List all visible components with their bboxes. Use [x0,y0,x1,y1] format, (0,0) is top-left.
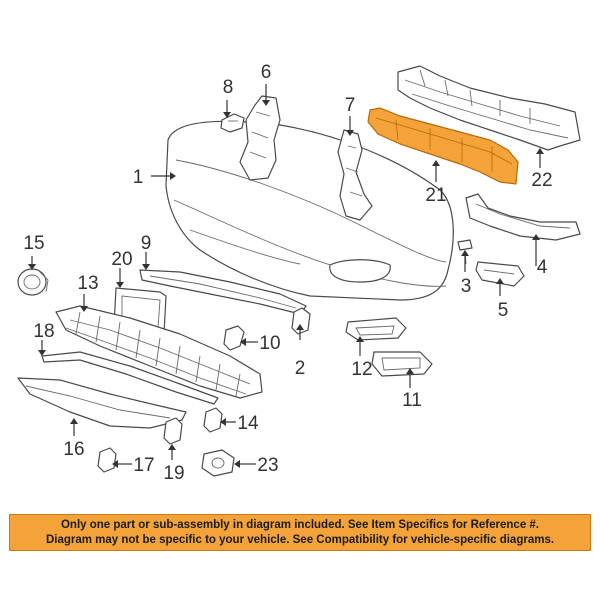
callout-5: 5 [498,300,509,321]
bumper-cover-part-1 [165,120,454,301]
absorber-part-22 [397,65,581,151]
clip-part-8 [220,113,245,133]
fog-trim-part-11 [371,351,433,377]
callout-14: 14 [237,413,259,434]
callout-3: 3 [461,276,472,297]
callout-1: 1 [133,167,144,188]
callout-7: 7 [345,95,356,116]
callout-6: 6 [261,62,272,83]
clip-part-19 [163,417,183,445]
clip-part-14 [203,407,223,433]
bracket-part-5 [475,261,525,287]
callout-11: 11 [402,390,422,411]
notice-line-1: Only one part or sub-assembly in diagram… [60,518,540,531]
trim-strip-part-18 [41,351,219,405]
clip-part-10 [223,325,245,351]
clip-part-2 [291,307,311,335]
callout-12: 12 [351,359,372,380]
callout-16: 16 [63,439,84,460]
bracket-part-4 [465,193,581,241]
callout-19: 19 [163,463,184,484]
callout-18: 18 [33,321,54,342]
fog-trim-part-12 [345,317,407,341]
bracket-part-7 [337,129,373,221]
callout-9: 9 [141,233,152,254]
callout-22: 22 [531,170,552,191]
callout-17: 17 [133,455,154,476]
callout-8: 8 [223,77,234,98]
callout-13: 13 [77,273,98,294]
callout-15: 15 [23,233,44,254]
notice-line-2: Diagram may not be specific to your vehi… [45,533,555,546]
callout-4: 4 [537,257,548,278]
reinforcement-beam-part-21 [367,107,519,185]
fog-ring-part-15 [17,268,49,296]
callout-labels: 1 2 3 4 5 6 7 8 9 10 11 12 13 14 15 16 1… [23,62,552,484]
sensor-part-23 [201,449,235,477]
notice-banner: Only one part or sub-assembly in diagram… [9,514,591,551]
leader-lines [28,84,544,468]
callout-20: 20 [111,249,132,270]
callout-21: 21 [425,185,446,206]
molding-part-16 [17,377,187,429]
callout-10: 10 [259,333,280,354]
callout-2: 2 [295,358,306,379]
grille-part-13 [55,305,263,399]
bracket-part-6 [239,95,281,181]
callout-23: 23 [257,455,278,476]
clip-part-17 [97,447,117,473]
